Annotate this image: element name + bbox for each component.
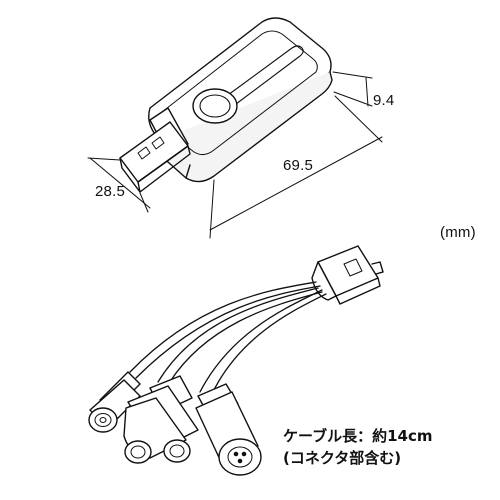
av-cable-assembly [88, 245, 384, 476]
cable-length-subnote: (コネクタ部含む) [283, 449, 402, 467]
cable-length-line: ケーブル長：約14cm [283, 427, 433, 445]
unit-label: (mm) [440, 224, 476, 241]
cable-length-note: ケーブル長：約14cm (コネクタ部含む) [283, 425, 433, 469]
width-dimension-label: 28.5 [95, 183, 125, 200]
dimension-lines [87, 71, 383, 239]
height-dimension-label: 9.4 [373, 92, 395, 109]
length-dimension-label: 69.5 [283, 157, 313, 174]
usb-capture-device [119, 17, 333, 193]
